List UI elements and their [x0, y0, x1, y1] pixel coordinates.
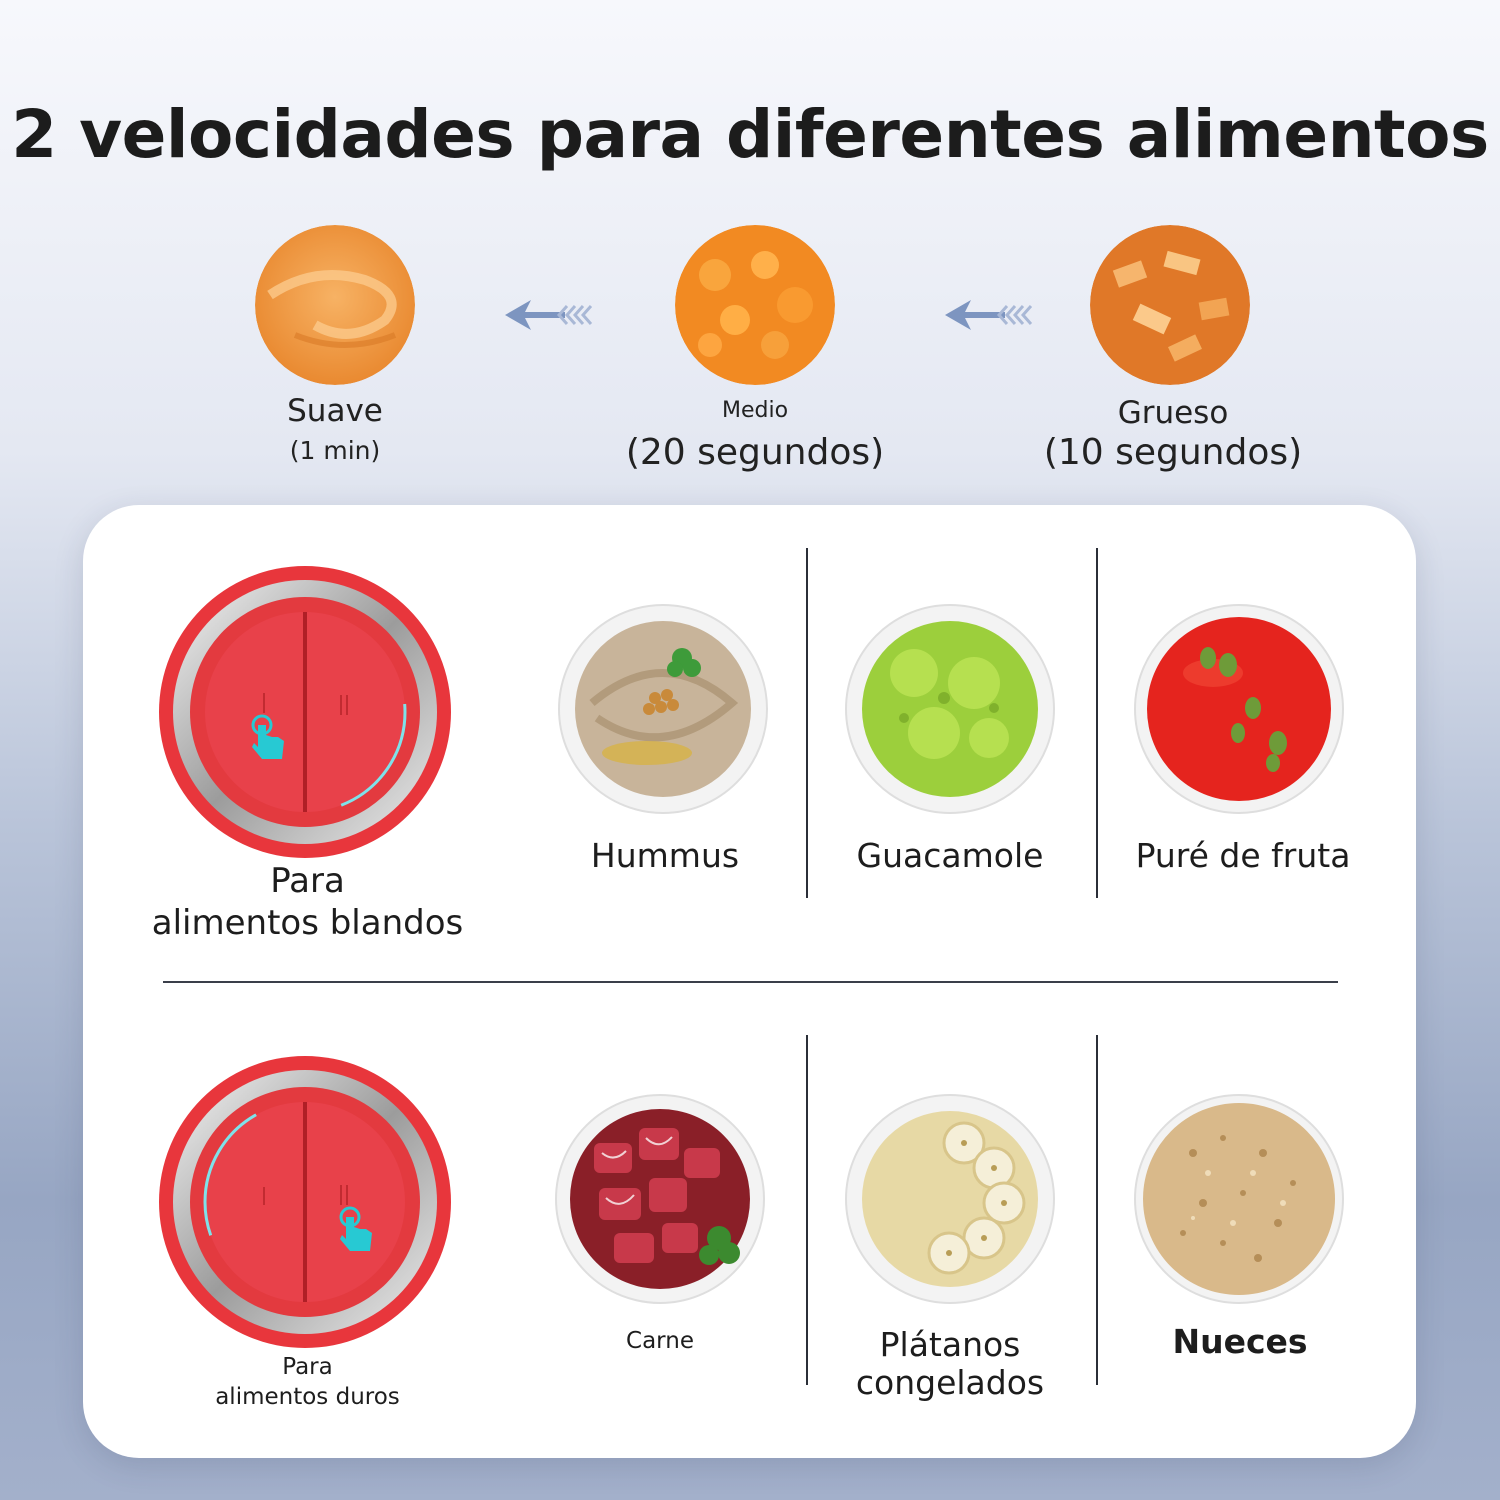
touch-finger-icon [251, 714, 284, 759]
texture-name-medio: Medio [721, 398, 789, 423]
divider [806, 1035, 808, 1385]
texture-time-medio: (20 segundos) [625, 432, 885, 473]
food-image-frozen-bananas [845, 1094, 1055, 1304]
food-label-meat: Carne [626, 1328, 694, 1354]
food-label-hummus: Hummus [590, 836, 740, 875]
divider [1096, 1035, 1098, 1385]
mode-label-soft: Para alimentos blandos [120, 860, 495, 944]
mode-label-line: Para [270, 861, 345, 901]
texture-time-suave: (1 min) [289, 436, 381, 465]
texture-name-suave: Suave [287, 393, 383, 429]
mode-label-line: alimentos duros [215, 1384, 400, 1410]
mode-label-line: Para [282, 1354, 333, 1380]
texture-image-grueso [1090, 225, 1250, 385]
food-label-fruit-puree: Puré de fruta [1135, 836, 1351, 875]
arrow-left-icon [505, 300, 593, 330]
food-label-nuts: Nueces [1172, 1322, 1308, 1361]
headline: 2 velocidades para diferentes alimentos [11, 96, 1489, 173]
speed-button-soft[interactable] [158, 565, 452, 859]
speed-button-hard[interactable] [158, 1055, 452, 1349]
texture-image-suave [255, 225, 415, 385]
texture-time-grueso: (10 segundos) [1043, 432, 1303, 473]
divider [1096, 548, 1098, 898]
food-image-fruit-puree [1134, 604, 1344, 814]
food-image-hummus [558, 604, 768, 814]
texture-name-grueso: Grueso [1117, 395, 1229, 431]
food-image-meat [555, 1094, 765, 1304]
food-image-nuts [1134, 1094, 1344, 1304]
food-label-frozen-bananas: Plátanos congelados [855, 1325, 1045, 1402]
mode-label-line: alimentos blandos [151, 903, 464, 943]
mode-label-hard: Para alimentos duros [150, 1352, 465, 1412]
divider [806, 548, 808, 898]
divider [163, 981, 1338, 983]
arrow-left-icon [945, 300, 1033, 330]
touch-finger-icon [339, 1206, 372, 1251]
food-image-guacamole [845, 604, 1055, 814]
texture-image-medio [675, 225, 835, 385]
food-label-guacamole: Guacamole [856, 836, 1044, 875]
